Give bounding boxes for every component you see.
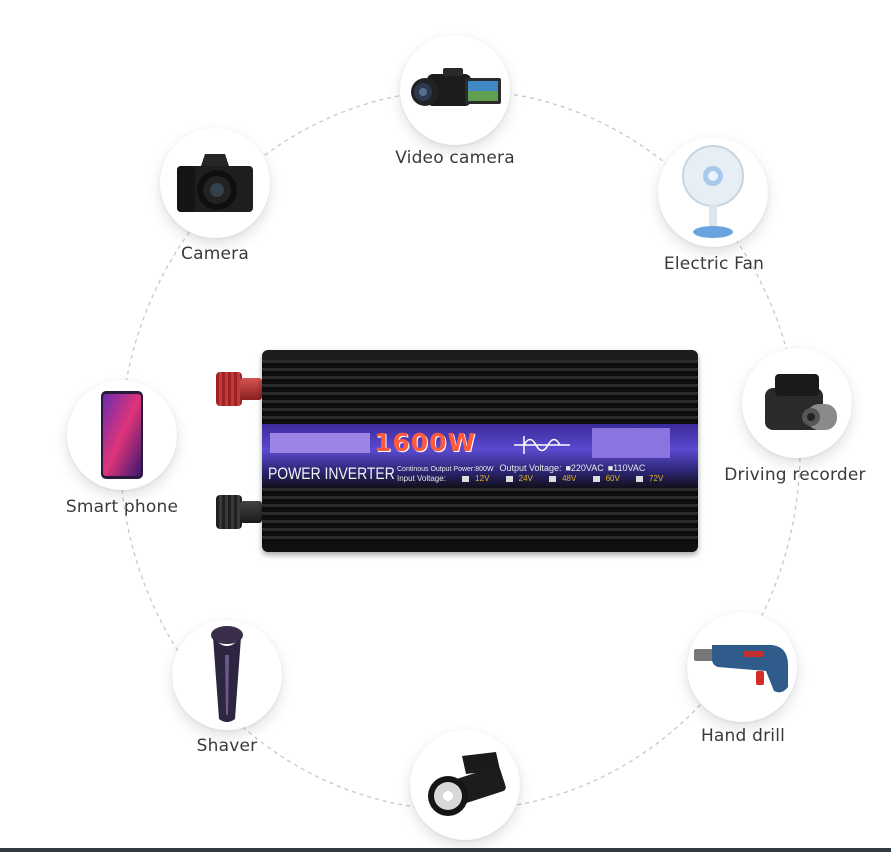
dashcam-icon: [742, 348, 852, 458]
device-label: Electric Fan: [663, 254, 765, 274]
power-inverter: 1600W POWER INVERTER Continous Output Po…: [210, 345, 705, 555]
device-label: Smart phone: [65, 497, 179, 517]
flashlight-icon: [410, 730, 520, 840]
output-spec: Continous Output Power:800W Output Volta…: [397, 463, 646, 473]
device-label: Shaver: [196, 736, 258, 756]
product-title: POWER INVERTER: [268, 464, 395, 483]
inverter-label-panel: 1600W POWER INVERTER Continous Output Po…: [262, 424, 698, 488]
device-label: Driving recorder: [724, 465, 866, 485]
positive-terminal-icon: [216, 372, 264, 406]
input-spec: Input Voltage: 12V 24V 48V 60V 72V: [397, 474, 664, 483]
negative-terminal-icon: [216, 495, 264, 529]
camera-icon: [160, 128, 270, 238]
smartphone-icon: [67, 380, 177, 490]
drill-icon: [687, 612, 797, 722]
sine-wave-icon: [514, 436, 570, 454]
fan-icon: [658, 137, 768, 247]
bottom-bar: [0, 848, 891, 852]
video-camera-icon: [400, 35, 510, 145]
device-label: Camera: [181, 244, 249, 264]
shaver-icon: [172, 620, 282, 730]
device-label: Video camera: [395, 148, 515, 168]
device-label: Hand drill: [700, 726, 786, 746]
inverter-body: 1600W POWER INVERTER Continous Output Po…: [262, 350, 698, 552]
wattage-rating: 1600W: [374, 428, 477, 457]
